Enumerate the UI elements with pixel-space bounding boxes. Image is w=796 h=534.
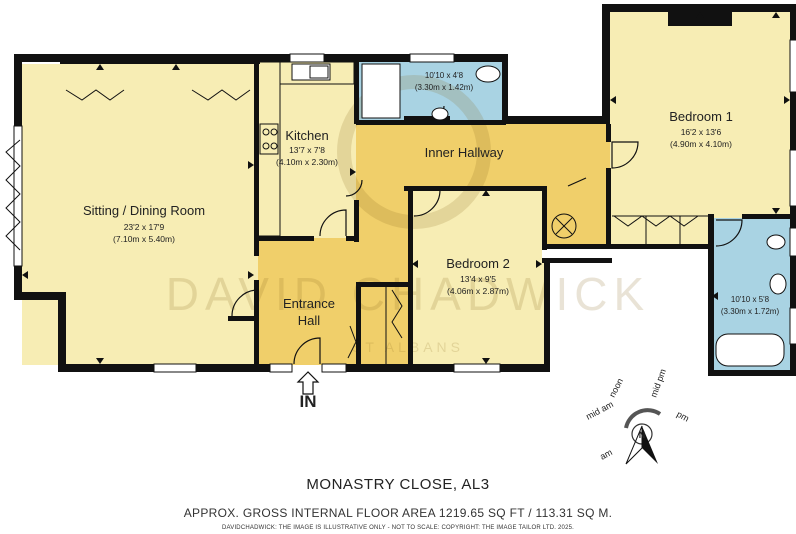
boiler-symbol	[551, 213, 577, 239]
bedroom-2-name: Bedroom 2	[446, 256, 510, 271]
compass-label-noon: noon	[607, 377, 625, 399]
entrance-hall-name-line2: Hall	[298, 313, 321, 328]
kitchen-metric: (4.10m x 2.30m)	[276, 157, 338, 167]
bedroom-1-fill	[610, 10, 790, 246]
sitting-room-name: Sitting / Dining Room	[83, 203, 205, 218]
watermark: DAVID CHADWICK ST ALBANS	[166, 75, 650, 355]
address-title: MONASTRY CLOSE, AL3	[306, 476, 490, 493]
compass-label-mid-am: mid am	[584, 399, 615, 422]
doors	[231, 105, 743, 365]
inner-hallway-name: Inner Hallway	[425, 145, 504, 160]
bedroom-2-imperial: 13'4 x 9'5	[460, 274, 496, 284]
bedroom-1-metric: (4.90m x 4.10m)	[670, 139, 732, 149]
bedroom-2-metric: (4.06m x 2.87m)	[447, 286, 509, 296]
entry-label: IN	[300, 392, 317, 411]
kitchen-name: Kitchen	[285, 128, 328, 143]
bathroom-fittings	[715, 234, 787, 367]
kitchen-imperial: 13'7 x 7'8	[289, 145, 325, 155]
shower-room-metric: (3.30m x 1.42m)	[415, 83, 474, 92]
shower-room-imperial: 10'10 x 4'8	[425, 71, 464, 80]
bifold-door	[5, 139, 21, 251]
bathroom-metric: (3.30m x 1.72m)	[721, 307, 780, 316]
radiator-marks	[22, 12, 790, 364]
watermark-line2: ST ALBANS	[352, 339, 464, 355]
kitchen-fittings	[257, 61, 355, 237]
compass-label-mid-pm: mid pm	[648, 368, 667, 399]
sitting-room-metric: (7.10m x 5.40m)	[113, 234, 175, 244]
floor-plan: DAVID CHADWICK ST ALBANS	[5, 4, 796, 465]
sitting-room-fill	[22, 64, 258, 365]
floor-area: APPROX. GROSS INTERNAL FLOOR AREA 1219.6…	[183, 506, 613, 520]
walls	[14, 4, 796, 376]
bathroom-imperial: 10'10 x 5'8	[731, 295, 770, 304]
bedroom-1-imperial: 16'2 x 13'6	[681, 127, 722, 137]
sitting-room-imperial: 23'2 x 17'9	[124, 222, 165, 232]
shower-room-fittings	[361, 63, 501, 121]
compass: N mid am noon mid pm pm am	[584, 368, 691, 465]
entrance-hall-name-line1: Entrance	[283, 296, 335, 311]
compass-north: N	[639, 430, 646, 440]
copyright-notice: DAVIDCHADWICK: THE IMAGE IS ILLUSTRATIVE…	[221, 525, 575, 531]
utility-cupboard-fill	[542, 188, 610, 246]
kitchen-fill	[258, 62, 356, 238]
watermark-line1: DAVID CHADWICK	[166, 268, 650, 320]
entry-arrow-icon	[296, 371, 320, 395]
bedroom-1-name: Bedroom 1	[669, 109, 733, 124]
bedroom-2-fill	[412, 190, 548, 366]
wardrobes	[65, 89, 712, 364]
inner-hallway-fill	[356, 124, 610, 282]
room-labels: Sitting / Dining Room 23'2 x 17'9 (7.10m…	[83, 71, 780, 411]
compass-label-am: am	[598, 447, 614, 462]
compass-label-pm: pm	[675, 409, 691, 424]
